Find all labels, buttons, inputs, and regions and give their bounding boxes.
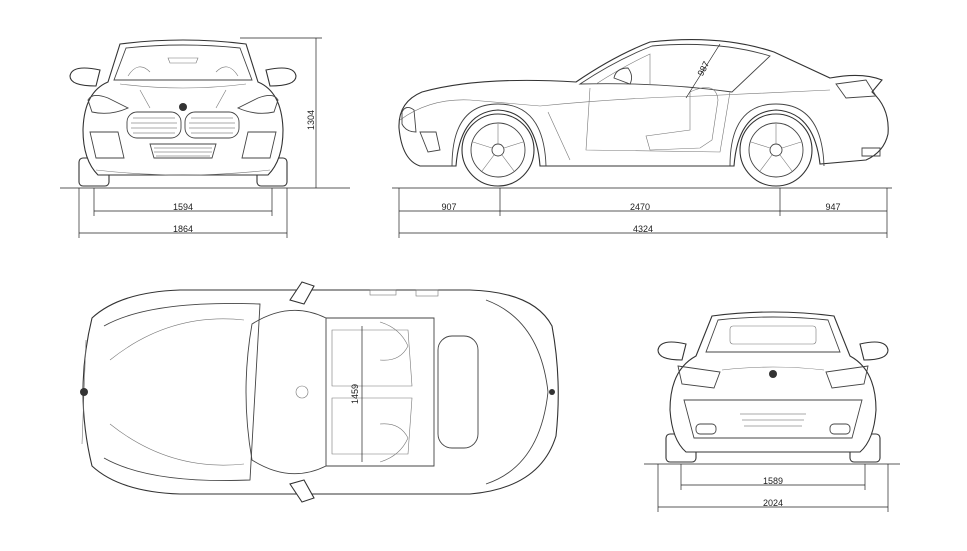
seat-outline	[645, 87, 719, 151]
roundel-badge-icon	[179, 103, 187, 111]
rear-deck-outline	[485, 299, 549, 485]
front-width-label: 1864	[173, 224, 193, 234]
kidney-grille-left	[126, 111, 182, 139]
bonnet-outline	[103, 303, 261, 481]
seat-left-top	[331, 329, 413, 387]
side-view: 987 907 2470 947 4324	[392, 39, 892, 238]
door-outline	[585, 87, 731, 153]
side-headlight	[401, 107, 417, 133]
rear-diffuser	[683, 399, 863, 439]
rear-view: 1589 2024	[644, 311, 900, 512]
front-left-mirror	[69, 67, 101, 87]
interior-width-label: 1459	[350, 384, 360, 404]
right-headlight	[236, 95, 279, 114]
rear-roundel-badge	[769, 370, 777, 378]
front-right-mirror	[265, 67, 297, 87]
seat-right-top	[331, 397, 413, 455]
rear-left-tail-light	[677, 365, 721, 389]
cabin-outline	[326, 317, 435, 467]
front-track-label: 1594	[173, 202, 193, 212]
front-rim	[470, 122, 526, 178]
diffuser-fins	[740, 413, 806, 427]
headroom-dim-line	[685, 43, 721, 99]
trunk-lip	[721, 366, 825, 371]
rear-track-label: 1589	[763, 476, 783, 486]
bonnet-crease	[119, 83, 247, 89]
rear-view-mirror	[167, 57, 199, 64]
rear-soft-top	[705, 316, 841, 353]
rear-roundel-badge-icon	[549, 389, 555, 395]
grille-mesh	[131, 117, 235, 134]
headrest-right	[379, 423, 409, 463]
side-tail-light	[835, 79, 877, 99]
front-wheel-arch	[451, 103, 547, 167]
rear-wheel	[739, 113, 813, 187]
height-label: 1304	[306, 110, 316, 130]
kidney-grille-right	[184, 111, 240, 139]
steering-wheel-icon	[295, 385, 309, 399]
bonnet-line-right	[215, 89, 227, 109]
side-soft-top	[578, 43, 771, 93]
side-mirror	[613, 67, 633, 85]
top-mirror-right	[289, 479, 315, 503]
rear-rim	[748, 122, 804, 178]
top-windshield	[245, 309, 327, 475]
lower-grille-mesh	[154, 147, 212, 157]
top-mirror-left	[289, 281, 315, 305]
top-body	[82, 289, 559, 495]
seat-right	[215, 66, 239, 77]
left-headlight	[87, 95, 130, 114]
front-roundel-badge-icon	[80, 388, 88, 396]
exhaust-right	[829, 423, 851, 435]
rear-left-mirror	[657, 341, 687, 361]
top-view: 1459	[80, 281, 559, 503]
headrest-left	[379, 321, 409, 361]
left-air-intake	[89, 131, 125, 159]
front-windshield	[113, 44, 253, 81]
rear-glass	[729, 325, 817, 345]
side-front-intake	[419, 131, 441, 153]
right-air-intake	[241, 131, 277, 159]
rear-overhang-label: 947	[825, 202, 840, 212]
top-fuel-cap	[369, 289, 397, 296]
front-splitter	[95, 169, 271, 176]
bonnet-crease-top	[109, 318, 245, 361]
mirror-width-label: 2024	[763, 498, 783, 508]
front-overhang-label: 907	[441, 202, 456, 212]
length-label: 4324	[633, 224, 653, 234]
side-body	[398, 39, 889, 167]
wheelbase-label: 2470	[630, 202, 650, 212]
rear-window-opening	[437, 335, 479, 449]
bonnet-crease-bottom	[109, 423, 245, 466]
front-wheel	[461, 113, 535, 187]
front-spokes	[472, 124, 524, 172]
lower-grille	[149, 143, 217, 159]
front-view: 1304 1594 1864	[60, 37, 350, 238]
rear-right-tail-light	[825, 365, 869, 389]
bonnet-line-left	[139, 89, 151, 109]
exhaust-tip	[861, 147, 881, 157]
top-side-vent	[415, 289, 439, 297]
exhaust-left	[695, 423, 717, 435]
side-window	[595, 53, 651, 85]
side-gill	[547, 111, 571, 161]
rear-right-mirror	[859, 341, 889, 361]
rear-wheel-arch	[729, 103, 825, 167]
seat-left	[127, 66, 151, 77]
rear-body	[669, 311, 877, 453]
shoulder-line	[399, 89, 831, 121]
rear-spokes	[750, 124, 802, 172]
